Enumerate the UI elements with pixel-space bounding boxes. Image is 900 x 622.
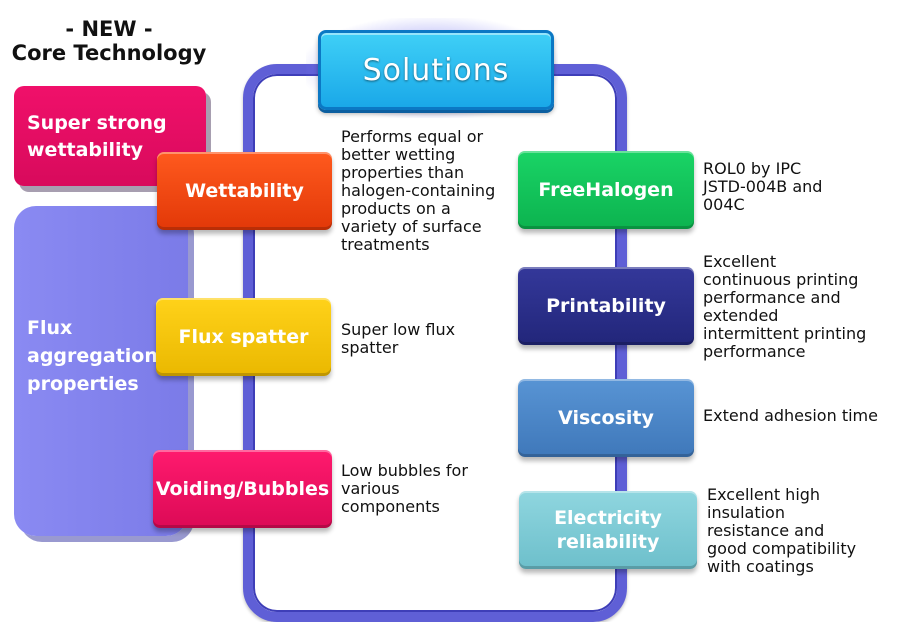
solutions-title-box: Solutions <box>318 30 554 110</box>
header-new: - NEW - <box>65 17 153 41</box>
voiding-bubbles-box: Voiding/Bubbles <box>153 450 332 528</box>
freehalogen-label: FreeHalogen <box>538 179 674 201</box>
super-strong-wettability-block: Super strong wettability <box>14 86 206 186</box>
flux-spatter-label: Flux spatter <box>178 326 309 348</box>
electricity-reliability-label: Electricity reliability <box>554 507 662 553</box>
flux-aggregation-label: Flux aggregation properties <box>27 317 158 395</box>
wettability-label: Wettability <box>185 180 304 202</box>
printability-label: Printability <box>546 295 666 317</box>
header-core-technology: Core Technology <box>11 41 207 65</box>
solutions-title: Solutions <box>362 52 510 88</box>
viscosity-description: Extend adhesion time <box>703 406 878 425</box>
freehalogen-box: FreeHalogen <box>518 151 694 229</box>
flux-spatter-description: Super low flux spatter <box>341 320 456 357</box>
electricity-reliability-box: Electricity reliability <box>519 491 697 569</box>
viscosity-box: Viscosity <box>518 379 694 457</box>
super-strong-wettability-label: Super strong wettability <box>27 112 167 161</box>
voiding-bubbles-label: Voiding/Bubbles <box>155 478 330 500</box>
freehalogen-description: ROL0 by IPC JSTD-004B and 004C <box>703 159 823 214</box>
flux-aggregation-block: Flux aggregation properties <box>14 206 188 536</box>
flux-spatter-box: Flux spatter <box>156 298 331 376</box>
viscosity-label: Viscosity <box>558 407 654 429</box>
printability-box: Printability <box>518 267 694 345</box>
voiding-bubbles-description: Low bubbles for various components <box>341 461 468 516</box>
electricity-reliability-description: Excellent high insulation resistance and… <box>707 485 857 576</box>
header-title: - NEW - Core Technology <box>6 17 212 65</box>
wettability-description: Performs equal or better wetting propert… <box>341 127 496 254</box>
wettability-box: Wettability <box>157 152 332 230</box>
printability-description: Excellent continuous printing performanc… <box>703 252 867 361</box>
